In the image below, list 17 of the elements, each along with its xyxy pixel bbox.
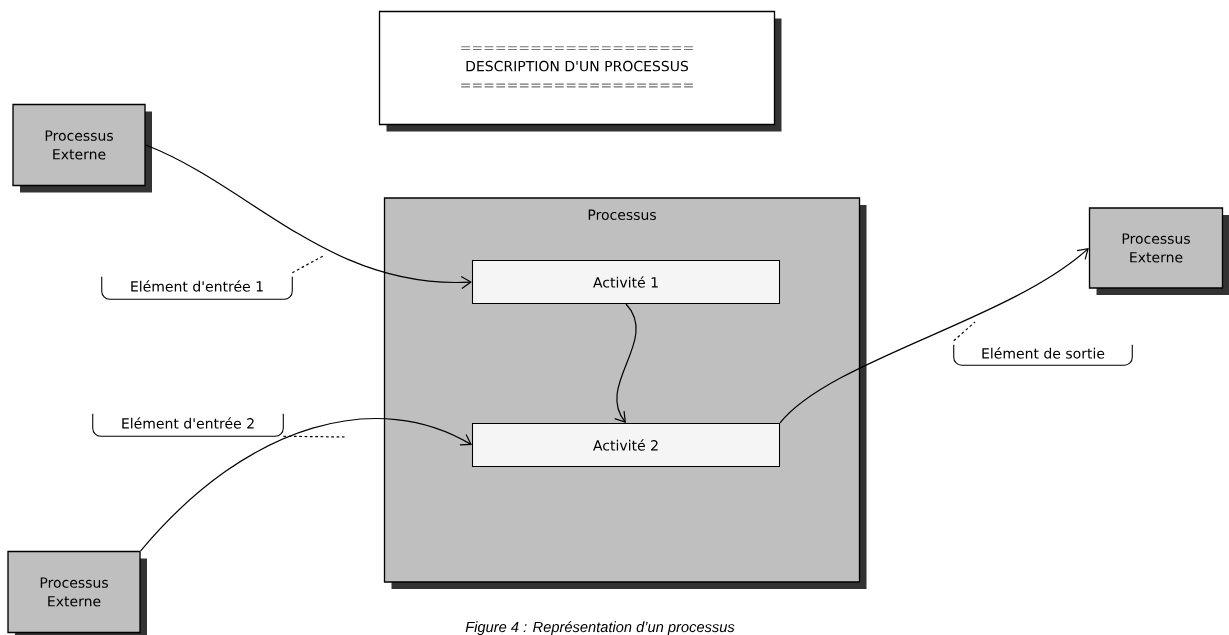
callout-label: Elément d'entrée 2 (92, 413, 284, 437)
callout-label: Elément de sortie (953, 344, 1133, 366)
process-box: Processus Externe (12, 103, 152, 193)
leader-line (953, 321, 976, 342)
process-box: Processus Externe (1088, 207, 1229, 295)
title-box: ==================== DESCRIPTION D'UN PROCESSUS ==================== (378, 10, 782, 132)
arrow (145, 144, 472, 290)
leader-line (291, 254, 326, 274)
process-box: Processus Externe (7, 550, 147, 635)
arrow (779, 248, 1089, 424)
callout-label: Elément d'entrée 1 (101, 276, 293, 300)
arrow (614, 303, 637, 423)
arrow (140, 418, 472, 552)
activity-box: Activité 2 (471, 422, 781, 468)
caption: Figure 4 : Représentation d’un processus (465, 621, 735, 635)
activity-box: Activité 1 (471, 259, 781, 305)
leader-line (282, 435, 346, 438)
